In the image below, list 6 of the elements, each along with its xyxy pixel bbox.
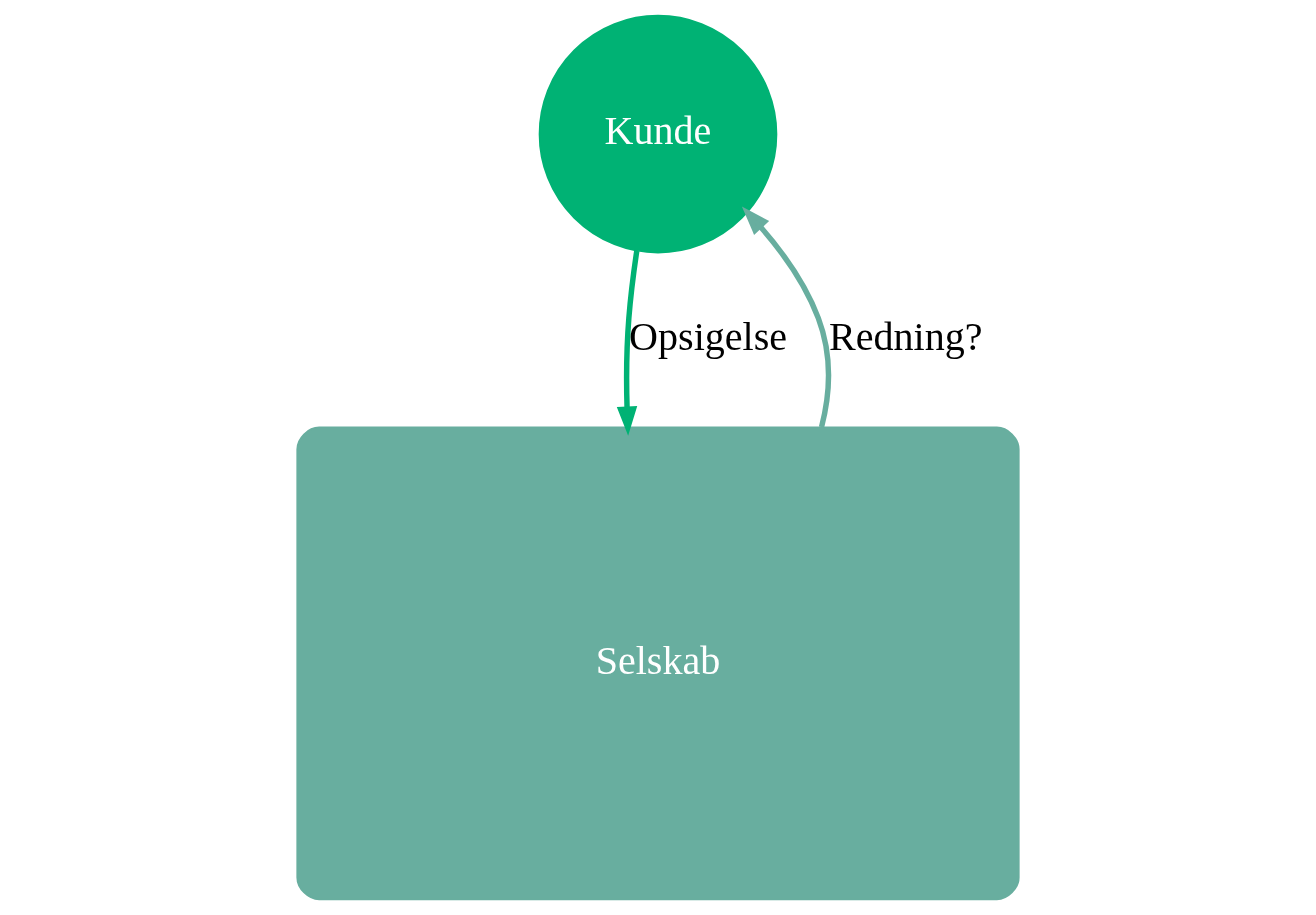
node-box: Selskab <box>296 426 1020 901</box>
edge-label: Redning? <box>828 314 983 360</box>
arrow <box>741 206 832 428</box>
arrow <box>616 250 640 436</box>
edge-label: Opsigelse <box>629 314 788 360</box>
node-circle: Kunde <box>538 14 778 254</box>
